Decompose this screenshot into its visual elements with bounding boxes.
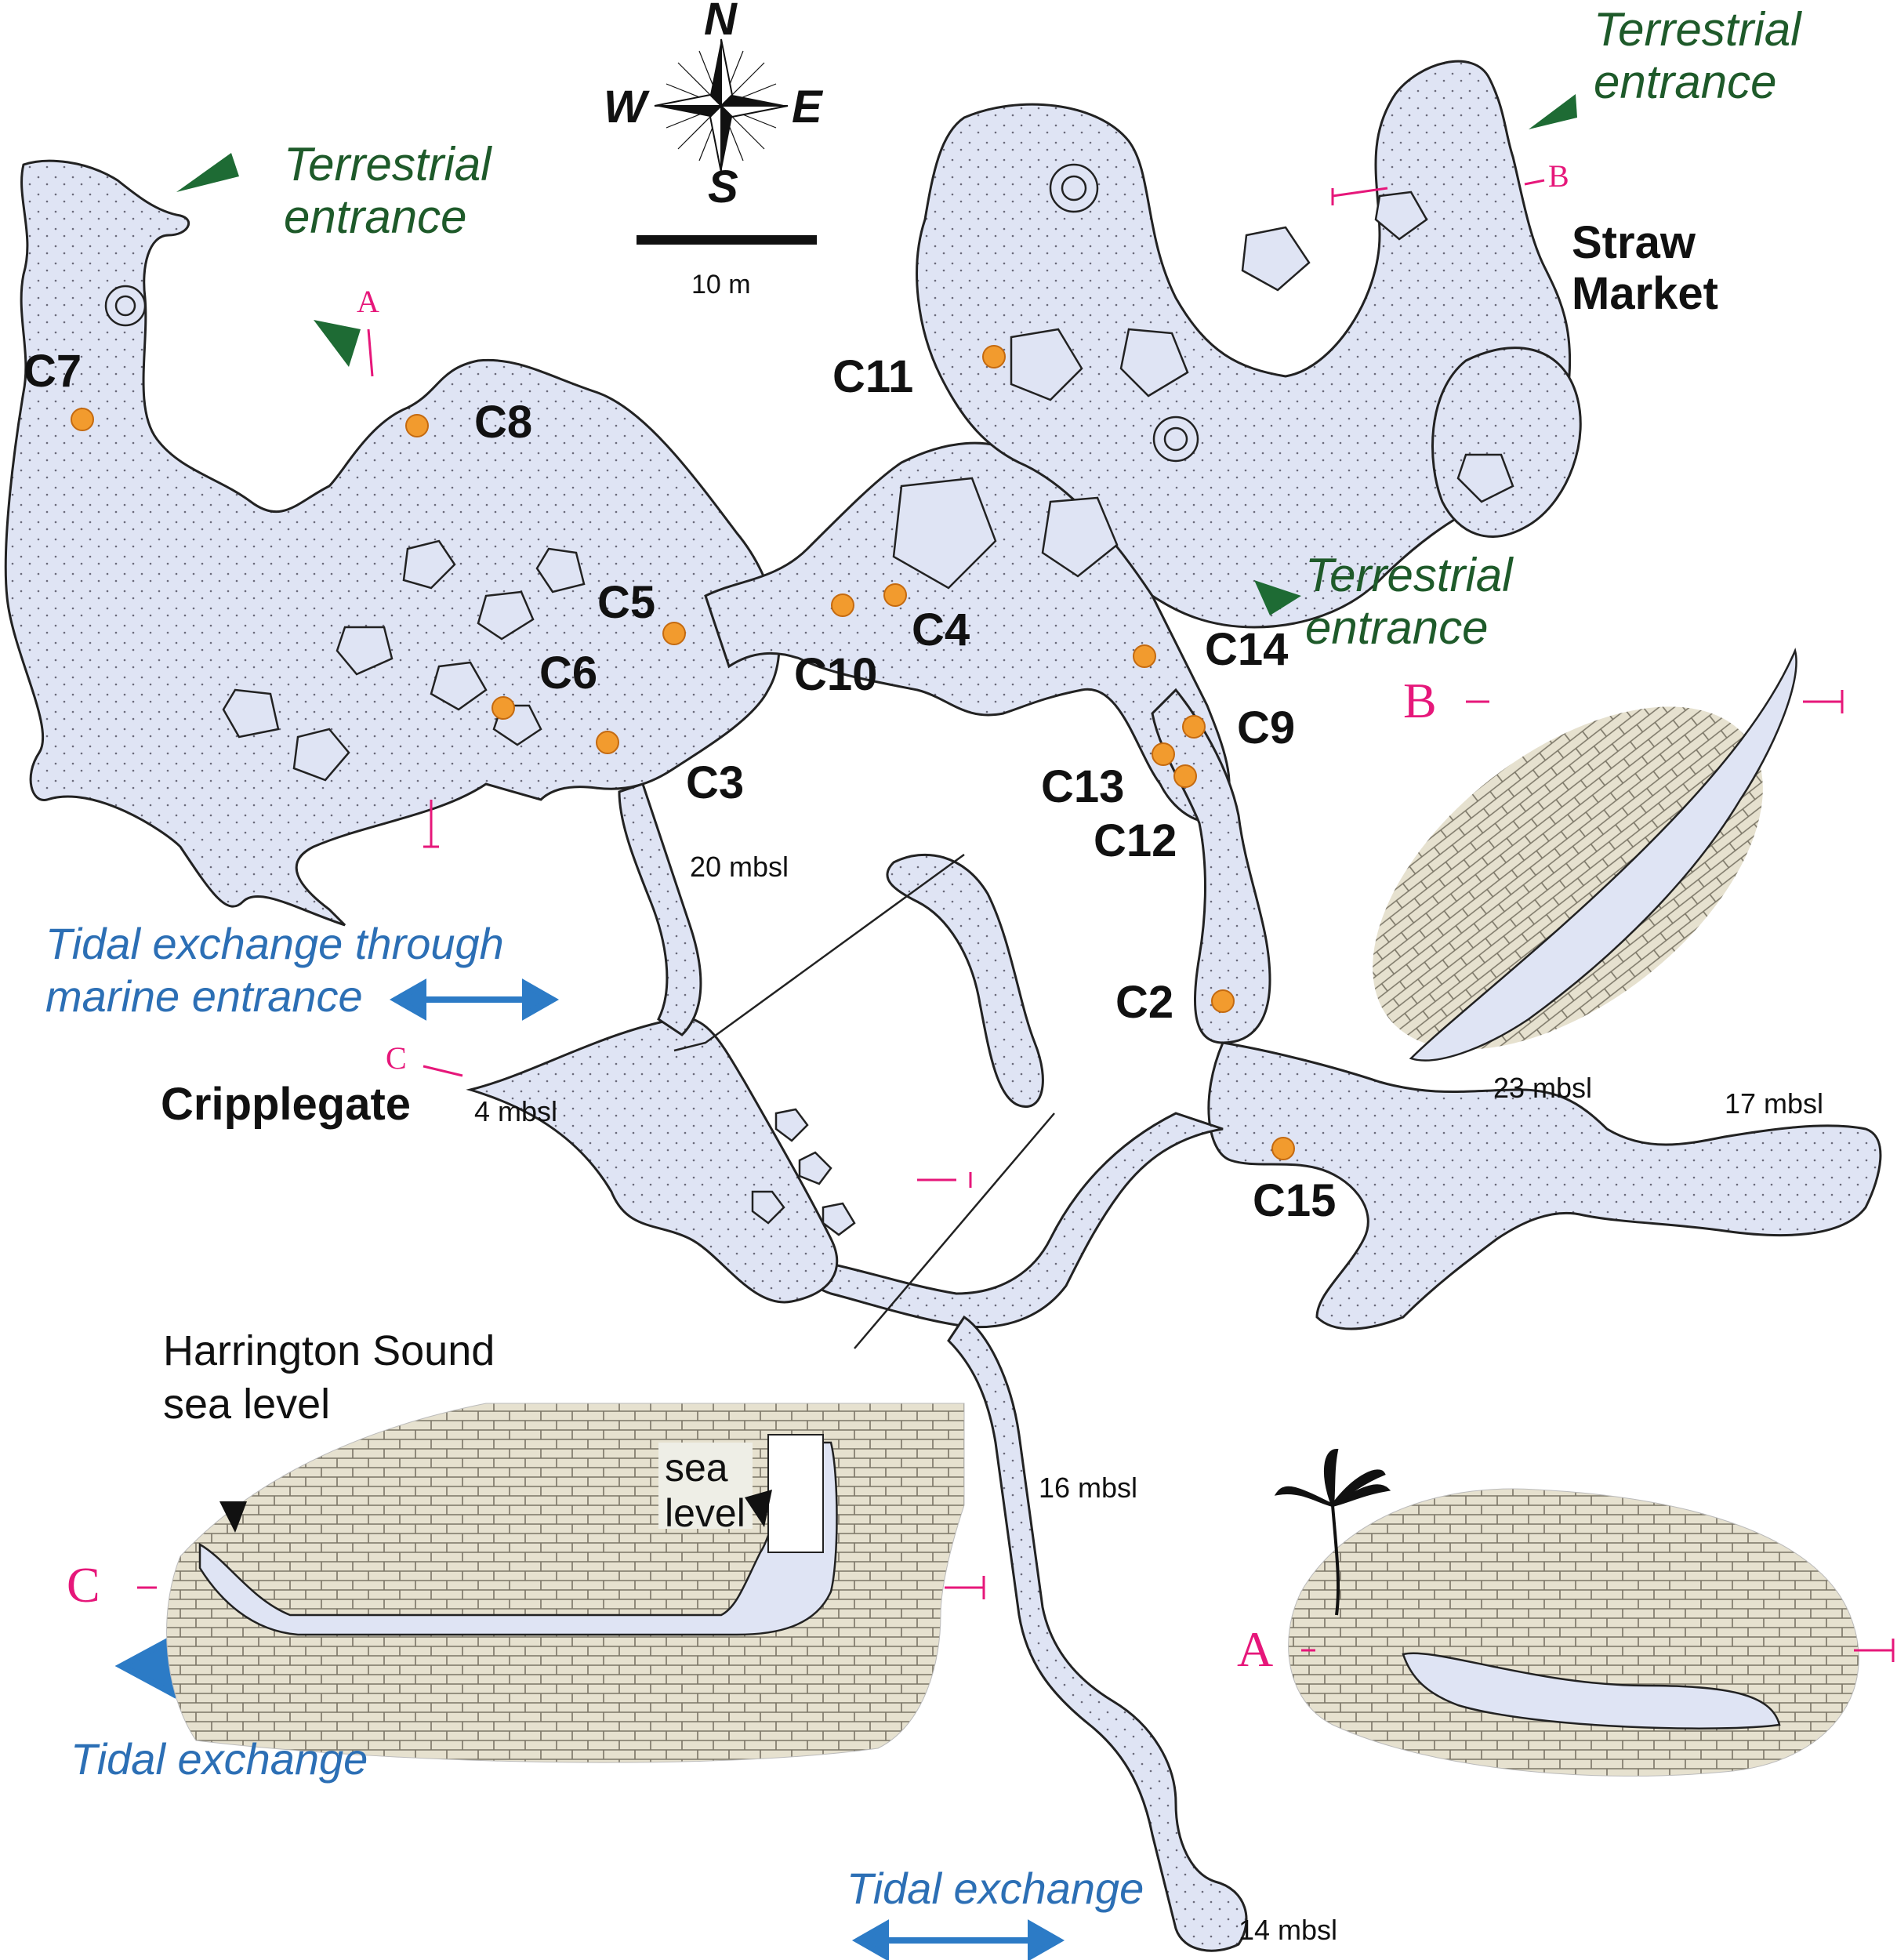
- station-dot-c15: [1271, 1137, 1295, 1160]
- compass-south: S: [708, 162, 738, 212]
- station-label-c9: C9: [1237, 702, 1296, 753]
- east-chamber: [1431, 347, 1582, 538]
- compass-north: N: [704, 0, 737, 45]
- west-branch: [807, 1112, 1224, 1329]
- straw-market-label: Straw Market: [1572, 217, 1718, 319]
- west-chamber: [4, 159, 781, 927]
- station-label-c14: C14: [1205, 624, 1289, 675]
- entrance-arrow-3: [1529, 94, 1577, 129]
- profile-c: [137, 1403, 985, 1763]
- connector-passage: [618, 782, 702, 1036]
- station-label-c13: C13: [1041, 761, 1125, 812]
- depth-23: 23 mbsl: [1493, 1072, 1593, 1104]
- boulders: [104, 163, 1514, 1236]
- depth-16: 16 mbsl: [1039, 1472, 1138, 1504]
- station-label-c2: C2: [1115, 977, 1174, 1028]
- entrance-arrows: [176, 94, 1577, 615]
- station-dot-c10: [831, 593, 854, 617]
- sea-level-box: [658, 1443, 753, 1529]
- section-b-marker: B: [1548, 158, 1569, 194]
- station-dot-c12: [1173, 764, 1197, 788]
- station-dot-c9: [1182, 715, 1206, 739]
- station-label-c6: C6: [539, 648, 598, 699]
- c15-chamber: [1207, 1041, 1882, 1330]
- tidal-bottom-label: Tidal exchange: [847, 1864, 1144, 1913]
- tidal-profile-label: Tidal exchange: [71, 1734, 368, 1784]
- entrance-arrow-2: [314, 320, 361, 367]
- section-a-marker: A: [357, 284, 379, 319]
- depth-14: 14 mbsl: [1239, 1914, 1338, 1946]
- compass-east: E: [792, 82, 822, 132]
- depth-4: 4 mbsl: [474, 1095, 558, 1127]
- station-dot-c4: [883, 583, 907, 607]
- station-label-c5: C5: [597, 577, 656, 628]
- compass-rose: [654, 38, 789, 173]
- station-dot-c3: [596, 731, 619, 754]
- entrance-arrow-1: [176, 153, 239, 192]
- station-dot-c11: [982, 345, 1006, 368]
- station-label-c8: C8: [474, 397, 533, 448]
- section-c-marker: C: [386, 1040, 407, 1076]
- station-label-c11: C11: [832, 351, 914, 402]
- depth-20: 20 mbsl: [690, 851, 789, 883]
- station-dot-c8: [405, 414, 429, 437]
- harrington-sound-label: Harrington Sound sea level: [163, 1327, 495, 1428]
- station-dot-c7: [71, 408, 94, 431]
- terrestrial-entrance-label-2: Terrestrial entrance: [1594, 3, 1801, 109]
- station-label-c7: C7: [24, 346, 82, 397]
- profile-a: [1274, 1448, 1895, 1777]
- station-label-c15: C15: [1253, 1175, 1337, 1226]
- station-label-c10: C10: [794, 649, 878, 700]
- entrance-arrow-4: [1254, 580, 1301, 615]
- station-label-c3: C3: [686, 757, 745, 808]
- station-dots: [71, 345, 1295, 1160]
- profile-c-label: C: [67, 1557, 100, 1613]
- station-dot-c14: [1133, 644, 1156, 668]
- section-lines: [367, 179, 1545, 1188]
- station-dot-c6: [491, 696, 515, 720]
- depth-17: 17 mbsl: [1725, 1087, 1824, 1120]
- branch-north: [886, 853, 1044, 1108]
- profile-a-label: A: [1237, 1621, 1274, 1677]
- station-label-c4: C4: [912, 604, 970, 655]
- palm-tree-icon: [1274, 1448, 1391, 1616]
- terrestrial-entrance-label-3: Terrestrial entrance: [1305, 549, 1513, 655]
- station-dot-c13: [1152, 742, 1175, 766]
- cripplegate-label: Cripplegate: [161, 1079, 412, 1130]
- station-label-c12: C12: [1094, 815, 1177, 866]
- station-dot-c2: [1211, 989, 1235, 1013]
- cripplegate-chamber: [466, 1017, 839, 1304]
- profile-b-label: B: [1403, 673, 1437, 728]
- station-dot-c5: [662, 622, 686, 645]
- section-c-line: [673, 853, 1055, 1349]
- profile-b: [1373, 648, 1844, 1062]
- compass-west: W: [604, 82, 647, 132]
- terrestrial-entrance-label-1: Terrestrial entrance: [284, 138, 491, 244]
- scale-bar: [637, 235, 817, 245]
- sea-level-label: sea level: [665, 1446, 745, 1535]
- south-tidal-passage: [947, 1315, 1248, 1952]
- tidal-marine-label: Tidal exchange through marine entrance: [45, 919, 504, 1022]
- scale-label: 10 m: [691, 270, 751, 299]
